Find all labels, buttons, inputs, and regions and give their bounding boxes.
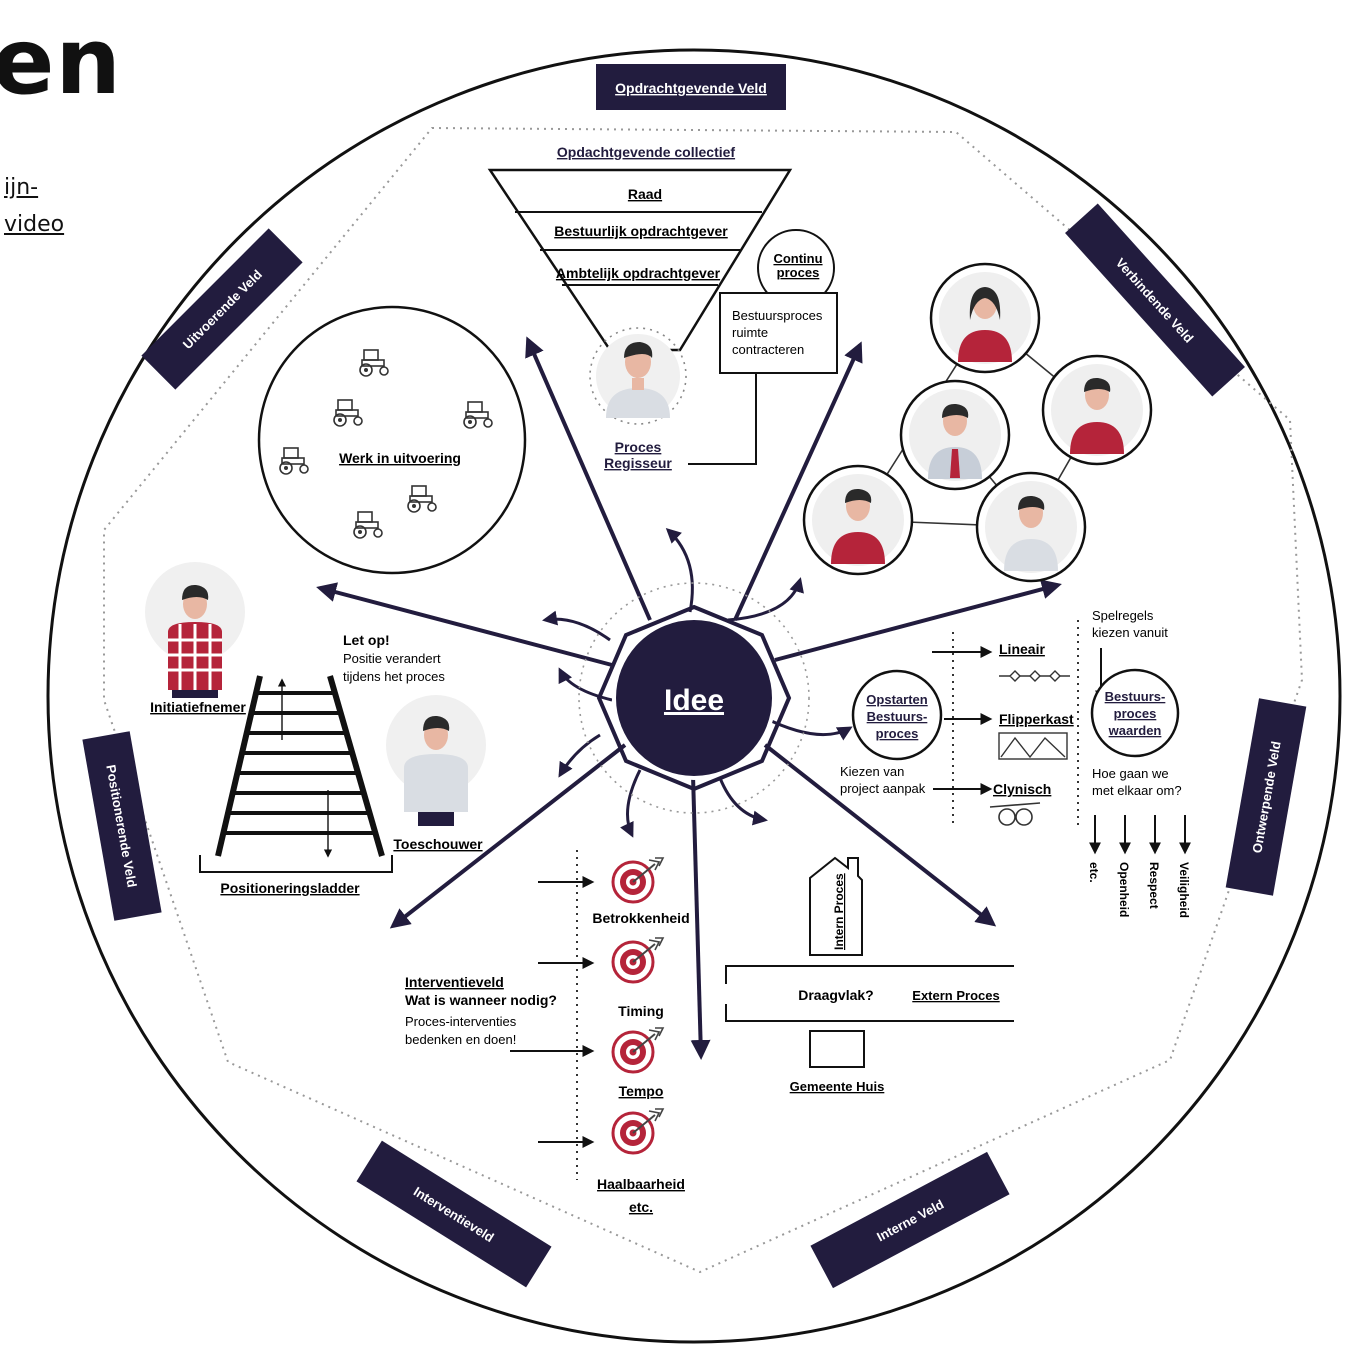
svg-text:proces: proces: [777, 265, 820, 280]
svg-text:Spelregels: Spelregels: [1092, 608, 1154, 623]
field-label-left: Positionerende Veld: [82, 731, 162, 921]
svg-text:Respect: Respect: [1147, 862, 1161, 909]
target-timing: Timing: [618, 1003, 664, 1019]
townhall-box: [809, 1030, 865, 1068]
level-official-commissioner: Ambtelijk opdrachtgever: [556, 265, 721, 281]
network-person-2: [1041, 354, 1153, 466]
initiator-label: Initiatiefnemer: [150, 699, 246, 715]
execution-circle: [257, 305, 527, 575]
field-label-bottom-right: Interne Veld: [810, 1151, 1010, 1289]
target-icon: [611, 1107, 665, 1155]
svg-text:Bestuurs-: Bestuurs-: [1105, 689, 1166, 704]
spectator-avatar: [386, 695, 486, 826]
svg-text:Proces-interventies: Proces-interventies: [405, 1014, 517, 1029]
start-process-circle: [851, 669, 943, 761]
commission-funnel: [487, 168, 793, 352]
radial-arrows: [316, 336, 1062, 1060]
target-icon: [611, 936, 665, 984]
center-idea-circle: [612, 616, 776, 780]
svg-text:Openheid: Openheid: [1117, 862, 1131, 917]
target-involvement: Betrokkenheid: [592, 910, 689, 926]
approach-cyclic: Clynisch: [993, 781, 1051, 797]
svg-text:Bestuursproces: Bestuursproces: [732, 308, 823, 323]
side-link-line-1[interactable]: ijn-: [4, 175, 39, 200]
svg-text:etc.: etc.: [1087, 862, 1101, 883]
positioning-ladder: [199, 675, 393, 873]
initiator-avatar: [145, 562, 245, 698]
svg-text:contracteren: contracteren: [732, 342, 804, 357]
svg-text:kiezen vanuit: kiezen vanuit: [1092, 625, 1168, 640]
commission-title: Opdachtgevende collectief: [557, 144, 735, 160]
svg-text:Intern Proces: Intern Proces: [832, 873, 846, 950]
intervention-question: Wat is wanneer nodig?: [405, 992, 557, 1008]
outer-circle: [46, 48, 1342, 1344]
target-feasibility: Haalbaarheid: [597, 1176, 685, 1192]
extern-process-label: Extern Proces: [912, 988, 999, 1003]
svg-text:bedenken en doen!: bedenken en doen!: [405, 1032, 516, 1047]
svg-text:project aanpak: project aanpak: [840, 781, 926, 796]
level-council: Raad: [628, 186, 662, 202]
svg-text:Proces: Proces: [615, 439, 662, 455]
svg-text:Opstarten: Opstarten: [866, 692, 927, 707]
field-label-top: Opdrachtgevende Veld: [596, 64, 786, 110]
intervention-title: Interventieveld: [405, 974, 504, 990]
side-link-line-2[interactable]: video: [4, 212, 65, 237]
svg-text:Kiezen van: Kiezen van: [840, 764, 904, 779]
level-executive-commissioner: Bestuurlijk opdrachtgever: [554, 223, 728, 239]
process-values-circle: [1090, 668, 1180, 758]
field-label-right: Ontwerpende Veld: [1225, 698, 1307, 896]
network-person-4: [802, 464, 914, 576]
svg-text:Bestuurs-: Bestuurs-: [867, 709, 928, 724]
svg-text:tijdens het proces: tijdens het proces: [343, 669, 445, 684]
target-tempo: Tempo: [619, 1083, 664, 1099]
approach-linear: Lineair: [999, 641, 1045, 657]
process-director-avatar: [596, 334, 680, 418]
administrative-process-box: [719, 292, 838, 374]
approach-pinball: Flipperkast: [999, 711, 1074, 727]
target-icon: [611, 1026, 665, 1074]
network-person-3: [899, 379, 1011, 491]
field-label-top-left: Uitvoerende Veld: [141, 228, 303, 390]
intern-process-house: [809, 856, 863, 956]
support-label: Draagvlak?: [798, 987, 873, 1003]
small-curved-arrows: [542, 527, 853, 838]
svg-text:proces: proces: [876, 726, 919, 741]
target-etc: etc.: [629, 1199, 653, 1215]
note-title: Let op!: [343, 632, 390, 648]
svg-text:waarden: waarden: [1108, 723, 1162, 738]
svg-text:Hoe gaan we: Hoe gaan we: [1092, 766, 1169, 781]
svg-text:ruimte: ruimte: [732, 325, 768, 340]
network-person-1: [929, 262, 1041, 374]
svg-text:Regisseur: Regisseur: [604, 455, 672, 471]
svg-text:Veiligheid: Veiligheid: [1177, 862, 1191, 918]
spectator-label: Toeschouwer: [393, 836, 483, 852]
townhall-label: Gemeente Huis: [790, 1079, 885, 1094]
center-label: Idee: [664, 684, 724, 717]
network-person-5: [975, 471, 1087, 583]
svg-text:met elkaar om?: met elkaar om?: [1092, 783, 1182, 798]
ladder-label: Positioneringsladder: [220, 880, 360, 896]
execution-label: Werk in uitvoering: [339, 450, 461, 466]
center-octagon: [596, 604, 792, 792]
svg-text:Opdrachtgevende Veld: Opdrachtgevende Veld: [615, 80, 767, 96]
target-icon: [611, 856, 665, 904]
page-title: en: [0, 8, 122, 115]
svg-text:Continu: Continu: [773, 251, 822, 266]
svg-text:Positie verandert: Positie verandert: [343, 651, 441, 666]
svg-text:proces: proces: [1114, 706, 1157, 721]
